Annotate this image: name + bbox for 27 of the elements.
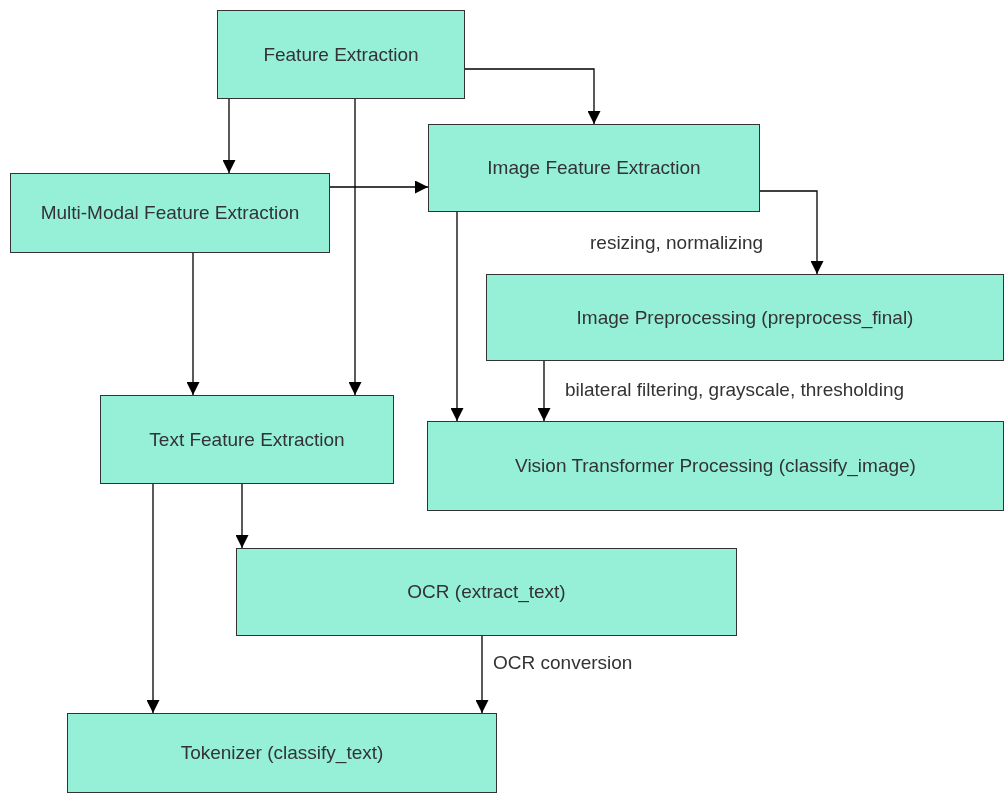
process-box	[427, 421, 1004, 511]
node-label: Vision Transformer Processing (classify_image)	[515, 455, 916, 477]
node-label: Image Preprocessing (preprocess_final)	[576, 306, 914, 329]
process-box	[10, 173, 330, 253]
node-label: Feature Extraction	[263, 43, 419, 66]
arrow	[329, 180, 429, 194]
node-label: Text Feature Extraction	[149, 428, 345, 451]
arrow	[475, 635, 489, 714]
process-box	[217, 10, 465, 99]
arrow	[186, 252, 200, 396]
arrow	[537, 360, 551, 422]
arrow	[464, 68, 601, 125]
process-box	[236, 548, 737, 636]
arrow	[348, 98, 362, 396]
process-box	[67, 713, 497, 793]
arrow	[235, 483, 249, 549]
process-box	[100, 395, 394, 484]
arrow	[450, 211, 464, 422]
process-box	[486, 274, 1004, 361]
node-label: OCR (extract_text)	[407, 581, 566, 603]
process-box	[428, 124, 760, 212]
arrow	[759, 190, 824, 275]
node-label: Tokenizer (classify_text)	[180, 742, 384, 764]
arrow	[222, 98, 236, 174]
node-label: Image Feature Extraction	[487, 157, 701, 179]
node-label: Multi-Modal Feature Extraction	[40, 202, 300, 224]
arrow	[146, 483, 160, 714]
